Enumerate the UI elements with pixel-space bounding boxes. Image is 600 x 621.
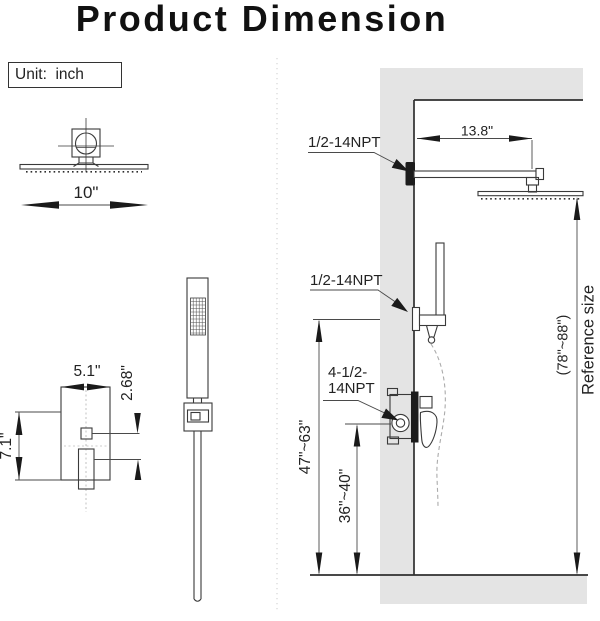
- dim-valve-width: 5.1": [73, 362, 101, 380]
- label-reference-size: Reference size: [579, 284, 598, 396]
- mixer-valve-front-view-icon: [60, 386, 141, 512]
- label-holder-npt: 1/2-14NPT: [310, 272, 383, 289]
- valve-width-dimension: [61, 383, 110, 391]
- shower-arm-icon: [405, 162, 545, 193]
- label-arm-npt: 1/2-14NPT: [308, 134, 381, 151]
- dim-valve-height-range: 36"~40": [336, 468, 354, 524]
- dim-reference-range: (78"~88"): [555, 314, 572, 376]
- holder-height-dimension: [313, 319, 380, 575]
- wall-section: [310, 68, 588, 604]
- dim-valve-height: 7.1": [0, 432, 15, 460]
- mixer-valve-installed-icon: [386, 387, 438, 448]
- head-width-dimension: [21, 201, 148, 209]
- hand-shower-installed-icon: [411, 242, 447, 509]
- hand-shower-front-view-icon: [183, 277, 213, 602]
- label-valve-npt-line2: 14NPT: [328, 380, 375, 397]
- valve-height-dimension: [15, 411, 61, 481]
- rain-shower-head-side-view-icon: [19, 118, 149, 173]
- reference-height-dimension: [573, 197, 581, 575]
- unit-box: Unit: inch: [8, 62, 122, 88]
- arm-length-dimension: [417, 135, 533, 169]
- dim-arm-length: 13.8": [460, 122, 494, 139]
- dim-diverter-offset: 2.68": [118, 365, 136, 401]
- arm-npt-leader-arrow: [308, 152, 409, 172]
- label-valve-npt-line1: 4-1/2-: [328, 364, 368, 381]
- dim-holder-height-range: 47"~63": [296, 419, 314, 475]
- holder-npt-leader-arrow: [310, 289, 408, 312]
- valve-npt-leader-arrow: [323, 400, 399, 421]
- rain-shower-head-installed-icon: [477, 190, 584, 200]
- dim-head-width: 10": [73, 183, 99, 203]
- page-title: Product Dimension: [75, 0, 449, 39]
- diverter-offset-dimension: [134, 413, 142, 480]
- valve-height-range-dimension: [345, 423, 391, 575]
